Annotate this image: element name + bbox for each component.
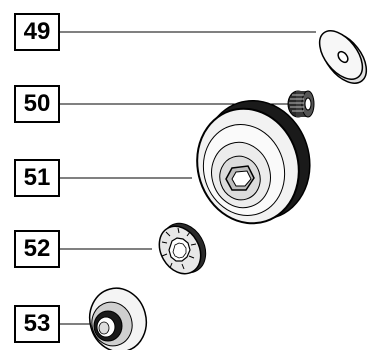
washer-icon: [318, 30, 368, 84]
clutch-drum-icon: [196, 99, 311, 225]
callout-box-52: 52: [14, 230, 60, 268]
part-number-52: 52: [23, 235, 51, 262]
callout-box-50: 50: [14, 85, 60, 123]
needle-bearing-icon: [287, 90, 315, 118]
rim-sprocket-icon: [88, 287, 148, 350]
part-number-49: 49: [23, 18, 51, 45]
part-number-50: 50: [23, 90, 51, 117]
callout-box-53: 53: [14, 305, 60, 343]
sprocket-icon: [158, 222, 207, 275]
callout-box-49: 49: [14, 13, 60, 51]
part-number-51: 51: [23, 164, 51, 191]
callout-box-51: 51: [14, 159, 60, 197]
part-number-53: 53: [23, 310, 51, 337]
